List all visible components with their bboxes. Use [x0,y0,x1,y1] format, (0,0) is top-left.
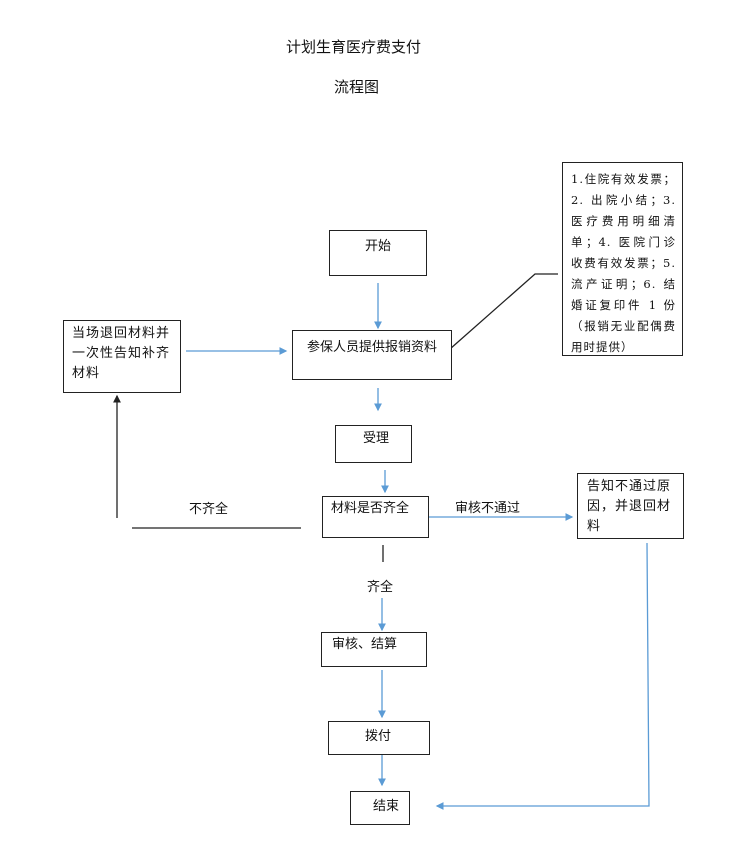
node-check: 材料是否齐全 [322,496,429,538]
node-return-supplement-label: 当场退回材料并一次性告知补齐材料 [72,326,171,381]
node-reject-notice: 告知不通过原因，并退回材料 [577,473,684,539]
node-pay-label: 拨付 [365,729,392,744]
diagram-subtitle: 流程图 [334,78,380,96]
edge-label-complete: 齐全 [367,580,394,595]
node-check-label: 材料是否齐全 [331,501,410,516]
arrow-reject-to-end [435,542,650,810]
node-submit-label: 参保人员提供报销资料 [307,340,438,355]
node-audit-label: 审核、结算 [332,637,398,652]
node-start-label: 开始 [364,239,391,254]
node-start: 开始 [329,230,427,276]
edge-label-audit-failed: 审核不通过 [455,501,521,516]
node-audit: 审核、结算 [321,632,427,667]
node-reject-notice-label: 告知不通过原因，并退回材料 [587,479,672,534]
requirements-note-text: 1.住院有效发票；2. 出院小结；3. 医疗费用明细清单；4. 医院门诊收费有效… [571,172,676,354]
node-submit: 参保人员提供报销资料 [292,330,452,380]
note-connector [449,273,558,350]
diagram-title: 计划生育医疗费支付 [286,38,422,56]
edge-label-incomplete: 不齐全 [189,502,229,517]
node-return-supplement: 当场退回材料并一次性告知补齐材料 [63,320,181,393]
requirements-note: 1.住院有效发票；2. 出院小结；3. 医疗费用明细清单；4. 医院门诊收费有效… [562,162,683,356]
node-pay: 拨付 [328,721,430,755]
node-end-label: 结束 [373,799,400,814]
node-accept: 受理 [335,425,412,463]
node-accept-label: 受理 [363,431,390,446]
node-end: 结束 [350,791,410,825]
